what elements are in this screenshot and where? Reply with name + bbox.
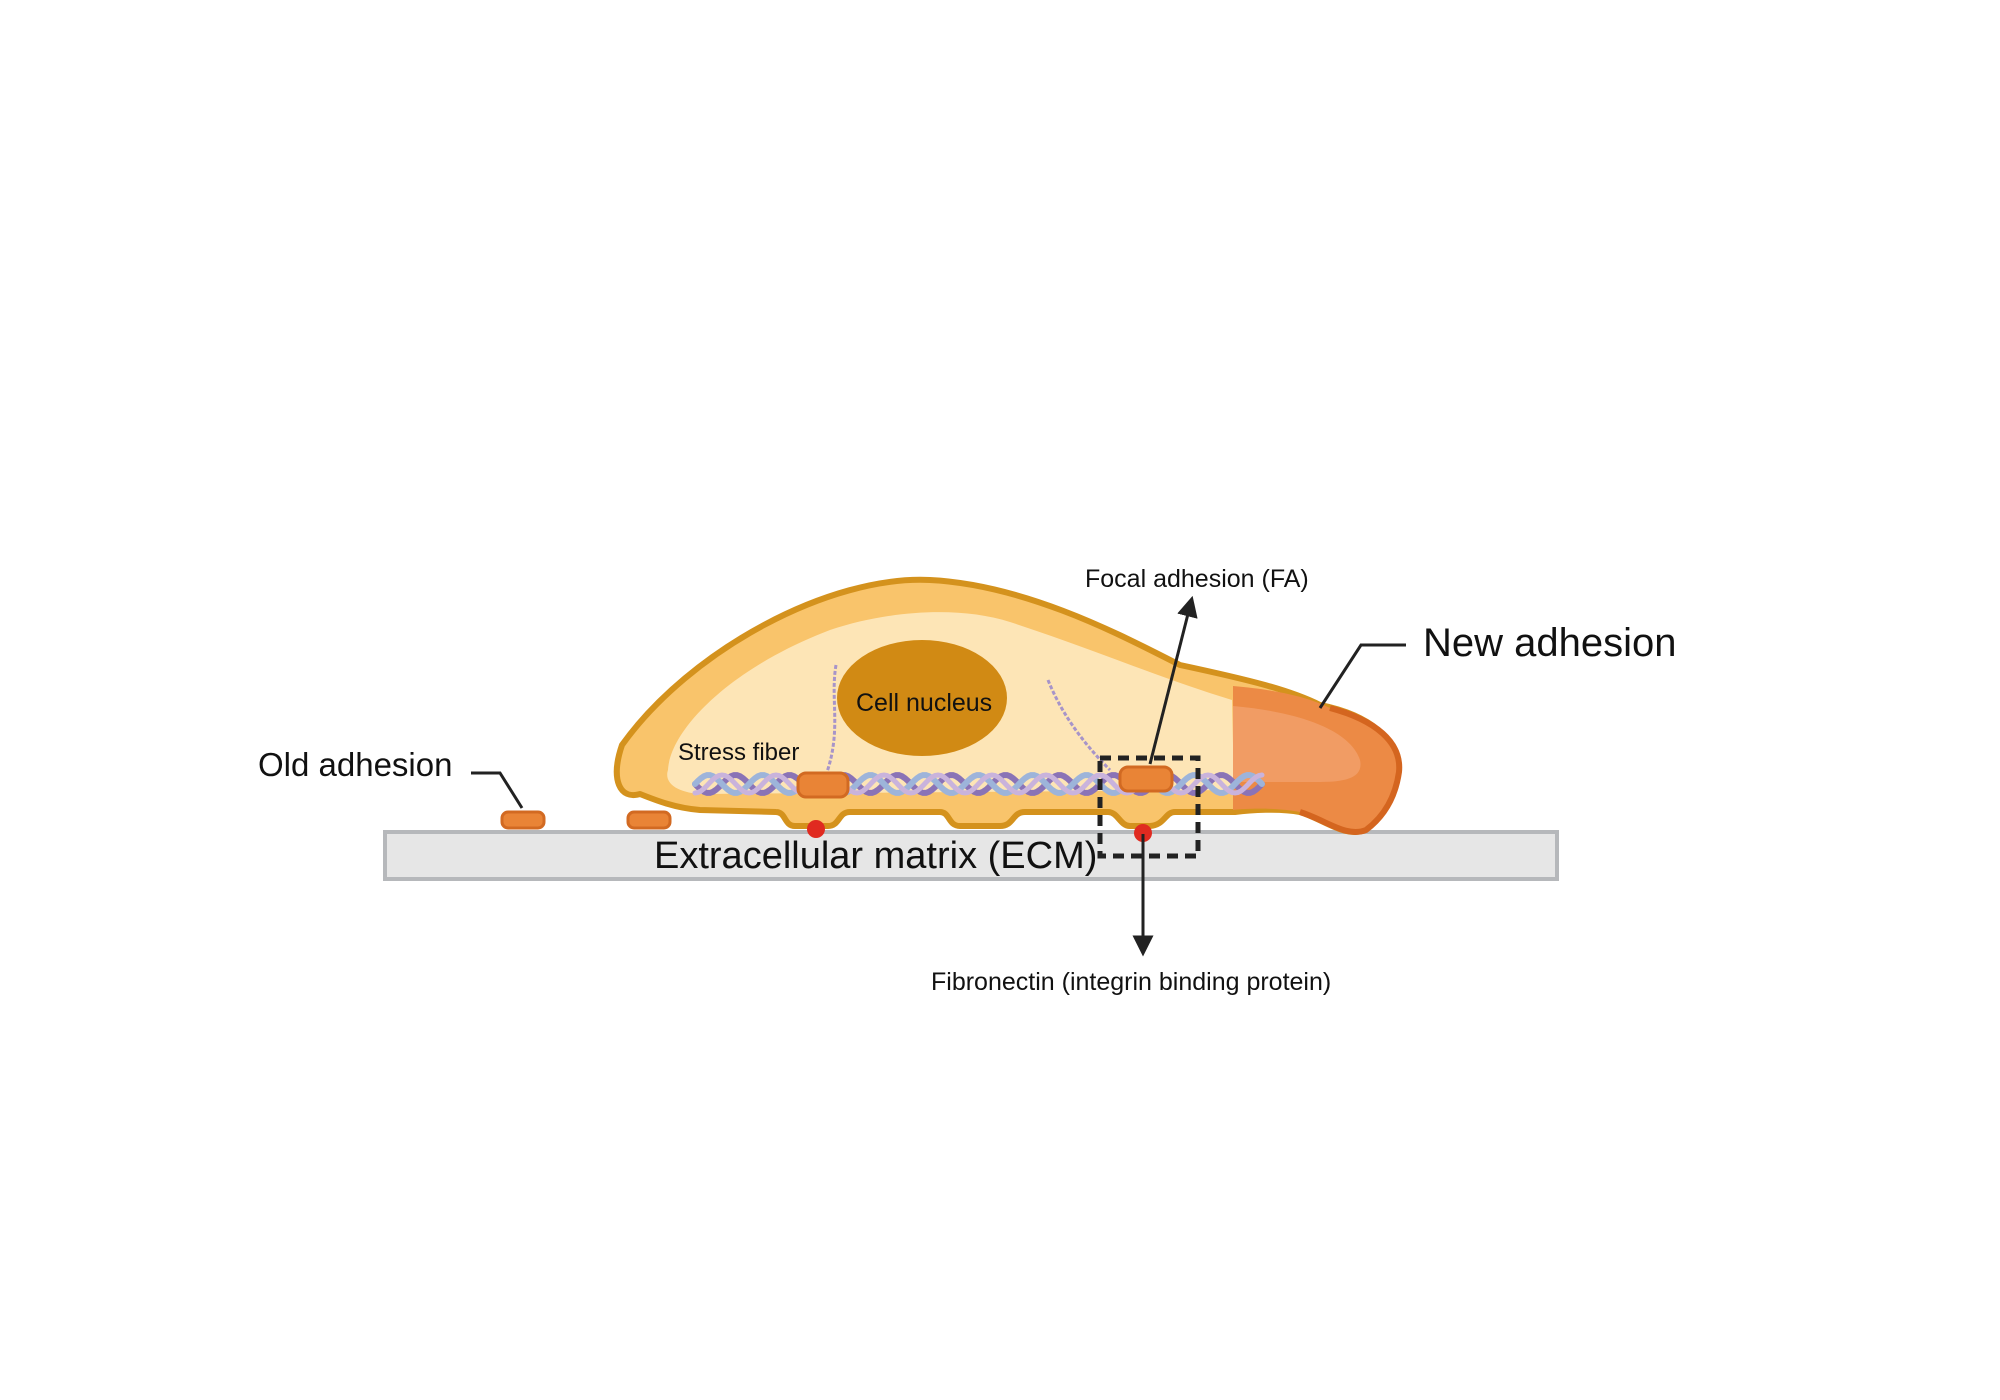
fibronectin-label: Fibronectin (integrin binding protein) xyxy=(931,968,1331,996)
new-adhesion-outline xyxy=(1299,705,1403,835)
ecm-bar xyxy=(383,830,1559,881)
fibronectin-dot-right xyxy=(1134,824,1152,842)
new-adhesion-leader xyxy=(1318,643,1406,709)
cell-nucleus-label: Cell nucleus xyxy=(856,689,992,717)
focal-adhesion-label: Focal adhesion (FA) xyxy=(1085,565,1309,593)
fibronectin-dot-left xyxy=(807,820,825,838)
old-adhesion-2 xyxy=(626,810,672,830)
old-adhesion-1 xyxy=(500,810,546,830)
adhesion-plaque-center xyxy=(796,771,850,799)
focal-adhesion-box xyxy=(1097,755,1201,859)
old-adhesion-label: Old adhesion xyxy=(258,746,452,783)
cell-nucleus xyxy=(837,640,1007,756)
focal-adhesion-arrow xyxy=(1148,595,1198,765)
adhesion-plaque-focal xyxy=(1118,765,1174,793)
new-adhesion-label: New adhesion xyxy=(1423,621,1677,665)
stress-fiber-label: Stress fiber xyxy=(678,739,799,766)
ecm-label: Extracellular matrix (ECM) xyxy=(654,835,1097,877)
new-adhesion-highlight xyxy=(1233,706,1361,782)
stress-fiber xyxy=(692,772,1265,796)
thin-fiber-left xyxy=(824,664,838,776)
old-adhesion-leader xyxy=(471,771,524,809)
